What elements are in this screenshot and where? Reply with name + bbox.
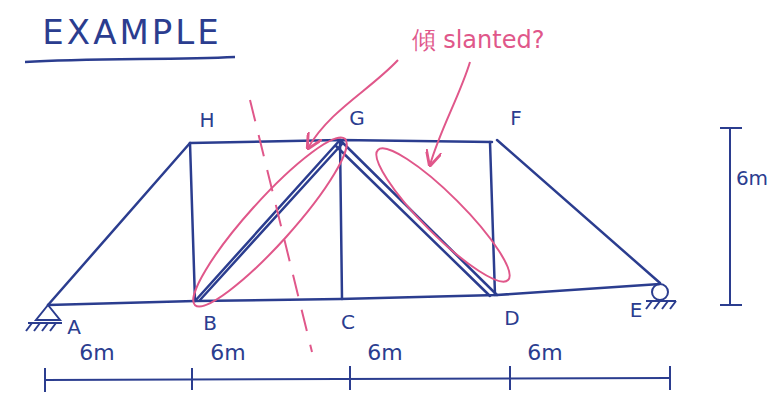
title: EXAMPLE xyxy=(42,14,221,51)
member-ah xyxy=(48,143,190,305)
joint-label: E xyxy=(630,299,643,321)
leader-arrow xyxy=(308,60,398,148)
height-dimension xyxy=(720,128,742,305)
leader-arrow xyxy=(430,62,470,165)
joint-label: G xyxy=(349,107,365,129)
joint-label: B xyxy=(203,312,217,334)
joint-label: F xyxy=(510,107,522,129)
dimension-label: 6m xyxy=(367,341,402,365)
pin-support xyxy=(26,305,62,331)
highlight-ellipse xyxy=(364,136,522,294)
dimension-label: 6m xyxy=(210,341,245,365)
member-hb xyxy=(190,143,195,301)
member-gd-double xyxy=(336,146,490,296)
dimension-label: 6m xyxy=(527,341,562,365)
member-fe xyxy=(497,140,660,283)
section-cut xyxy=(250,100,312,352)
highlight-ellipse xyxy=(179,124,362,320)
member-fd xyxy=(490,142,495,295)
joint-label: D xyxy=(504,307,519,329)
bottom-chord xyxy=(48,284,660,305)
joint-label: A xyxy=(67,316,81,338)
joint-label: H xyxy=(199,109,214,131)
truss-members xyxy=(48,140,660,305)
member-bg xyxy=(195,140,340,301)
roller-support xyxy=(646,284,676,309)
dimension-label: 6m xyxy=(79,341,114,365)
dimension-line xyxy=(45,366,670,392)
annotation-marks xyxy=(179,60,522,352)
annotation-note: 傾 slanted? xyxy=(412,27,545,53)
dimension-label: 6m xyxy=(736,167,768,189)
title-underline xyxy=(25,57,235,62)
joint-label: C xyxy=(341,311,355,333)
member-bg-double xyxy=(200,144,342,300)
